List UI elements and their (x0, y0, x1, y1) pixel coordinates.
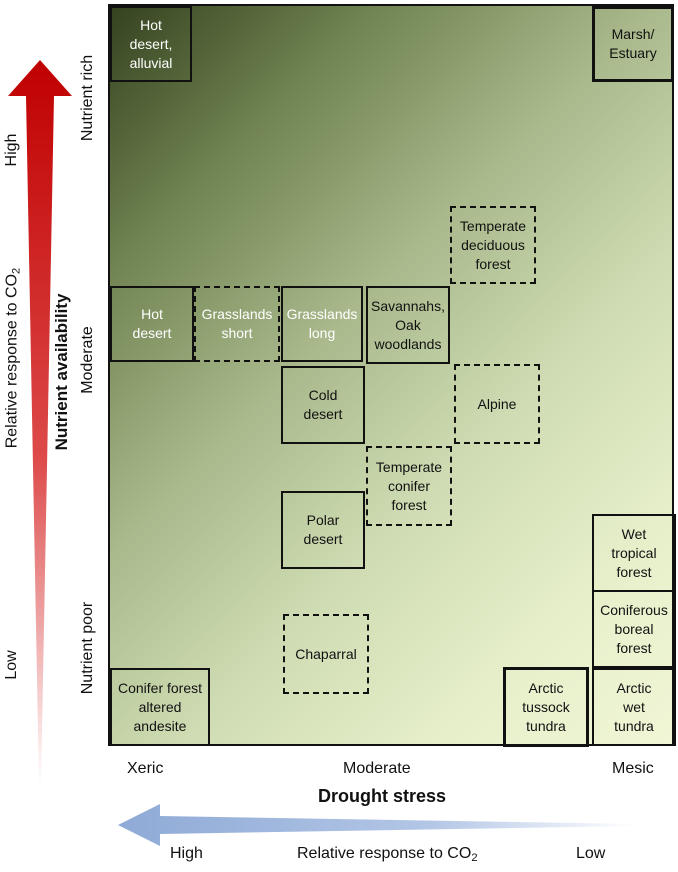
vertical-co2-label: Relative response to CO2 (3, 267, 23, 449)
box-grasslands-short: Grasslands short (194, 286, 280, 362)
horizontal-co2-label: Relative response to CO2 (297, 845, 478, 864)
box-arctic-wet-tundra: Arctic wet tundra (592, 668, 676, 746)
vertical-co2-high: High (3, 133, 20, 167)
box-coniferous-boreal-forest: Coniferous boreal forest (592, 590, 676, 668)
diagram-plot-area: Hot desert, alluvial Marsh/ Estuary Temp… (108, 4, 676, 747)
x-tick-moderate: Moderate (343, 760, 411, 777)
box-cold-desert: Cold desert (281, 366, 365, 444)
box-polar-desert: Polar desert (281, 491, 365, 569)
box-conifer-forest-altered-andesite: Conifer forest altered andesite (110, 668, 210, 746)
box-arctic-tussock-tundra: Arctic tussock tundra (503, 667, 589, 747)
box-grasslands-long: Grasslands long (281, 286, 363, 362)
x-axis-title: Drought stress (318, 786, 447, 806)
vertical-co2-arrow (8, 60, 72, 785)
y-tick-nutrient-poor: Nutrient poor (79, 601, 96, 695)
vertical-co2-low: Low (3, 650, 20, 680)
x-tick-mesic: Mesic (612, 760, 654, 777)
box-savannahs-oak-woodlands: Savannahs, Oak woodlands (366, 286, 450, 364)
horizontal-co2-arrow (118, 804, 638, 846)
y-tick-nutrient-rich: Nutrient rich (79, 54, 96, 142)
box-wet-tropical-forest: Wet tropical forest (592, 514, 676, 592)
horizontal-co2-high: High (170, 845, 203, 862)
x-tick-xeric: Xeric (127, 760, 164, 777)
box-temperate-conifer-forest: Temperate conifer forest (366, 446, 452, 526)
y-tick-moderate: Moderate (79, 326, 96, 394)
box-alpine: Alpine (454, 364, 540, 444)
y-axis-title: Nutrient availability (52, 293, 71, 451)
box-temperate-deciduous-forest: Temperate deciduous forest (450, 206, 536, 284)
box-marsh-estuary: Marsh/ Estuary (592, 6, 674, 82)
box-hot-desert-alluvial: Hot desert, alluvial (110, 6, 192, 82)
box-hot-desert: Hot desert (110, 286, 194, 362)
horizontal-co2-low: Low (576, 845, 606, 862)
box-chaparral: Chaparral (283, 614, 369, 694)
